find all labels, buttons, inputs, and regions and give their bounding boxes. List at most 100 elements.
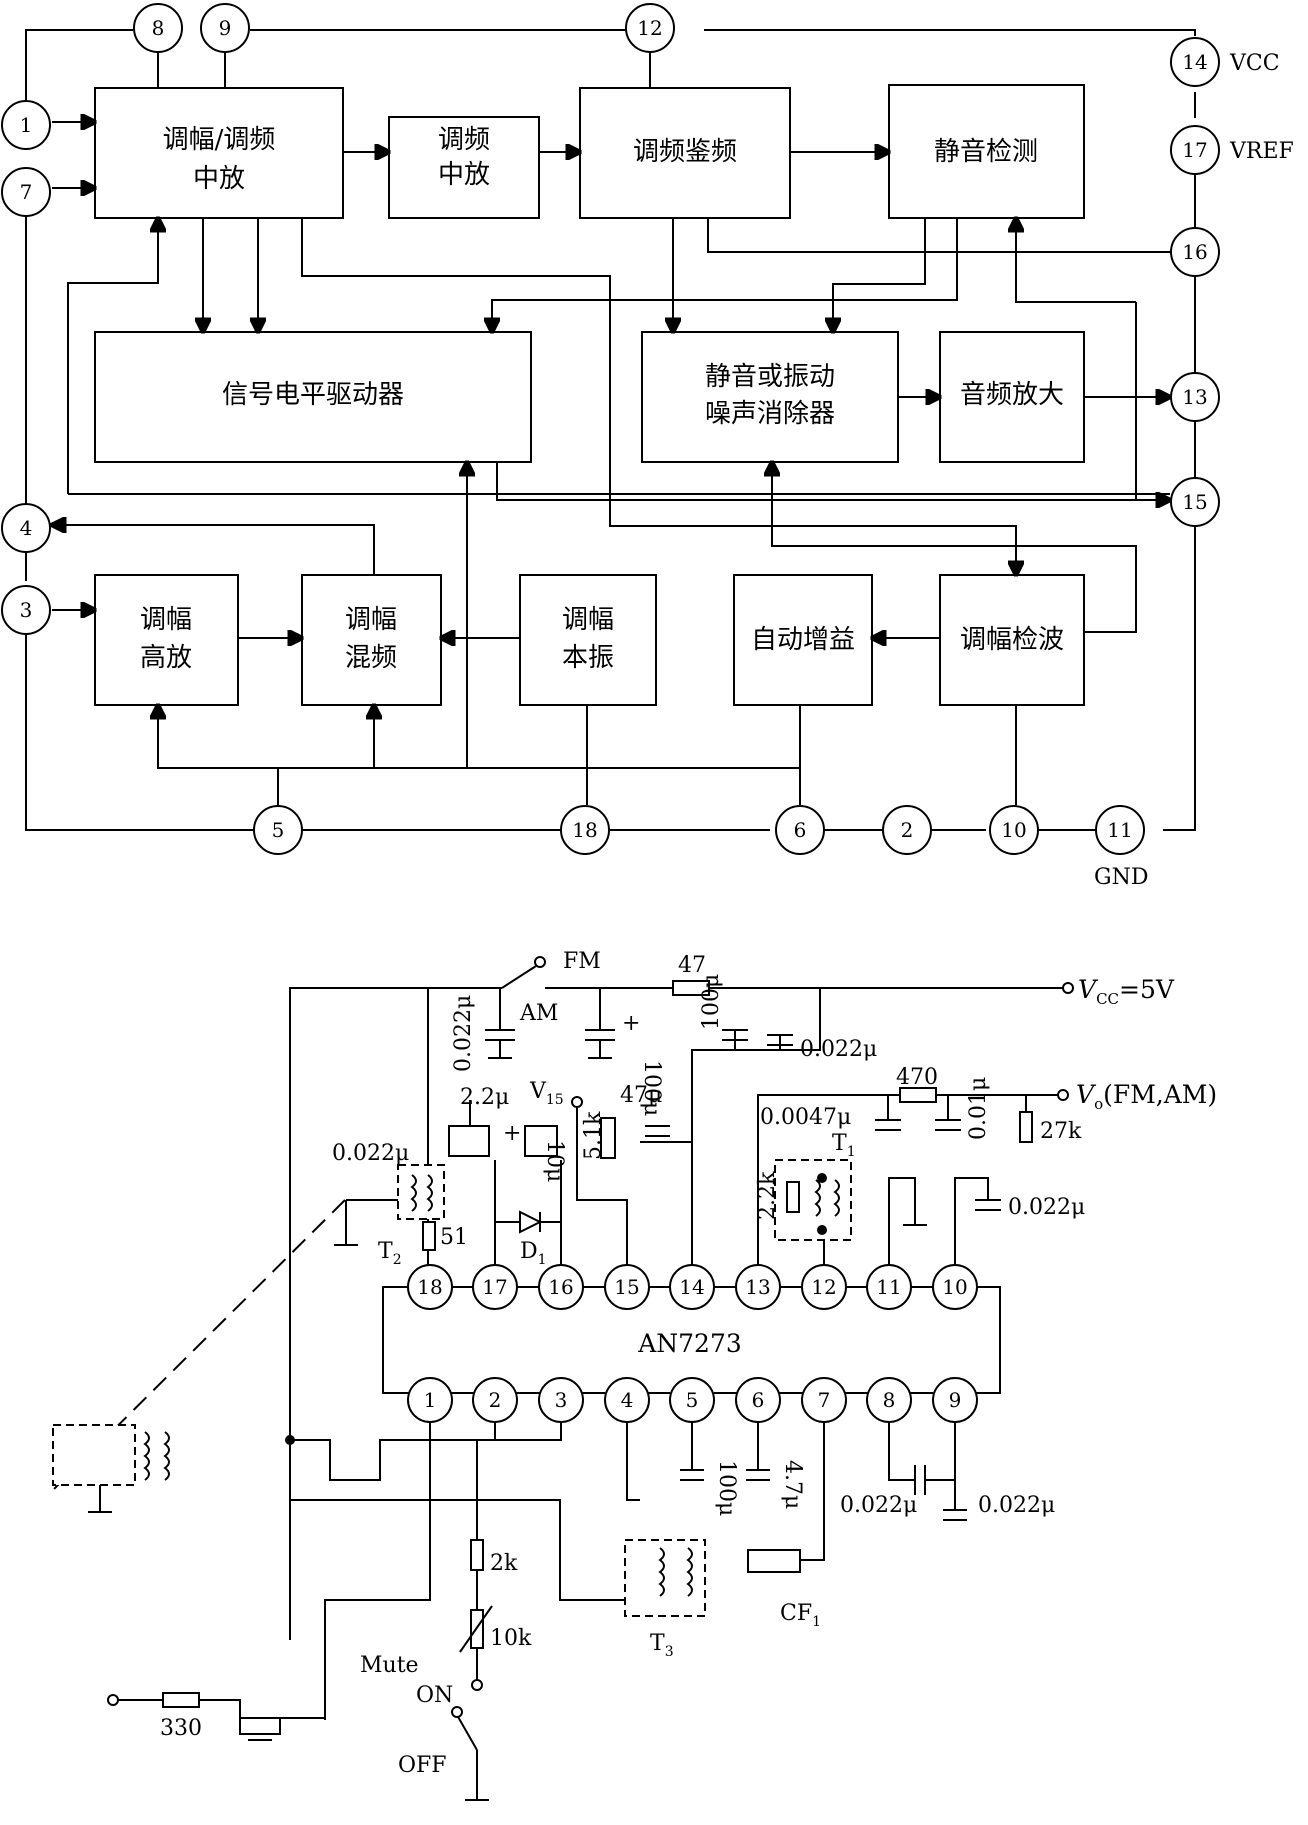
block-mute-noise-line1: 静音或振动 — [705, 362, 835, 392]
pin-16: 16 — [1182, 240, 1207, 264]
chip-bottom-pins: 1 2 3 4 5 6 7 8 9 — [407, 1377, 978, 1423]
chip-pin-16: 16 — [548, 1275, 573, 1299]
pin-14: 14 — [1182, 50, 1207, 74]
label-c47: 47μ — [620, 1083, 662, 1108]
chip-label: AN7273 — [637, 1329, 742, 1358]
block-fm-if-line1: 调频 — [438, 125, 490, 155]
block-am-osc-line2: 本振 — [562, 643, 614, 673]
label-c001: 0.01μ — [966, 1077, 991, 1140]
resistor-470 — [899, 1087, 937, 1103]
label-r22k: 2.2k — [755, 1171, 780, 1220]
chip-pin-6: 6 — [752, 1388, 765, 1412]
chip-top-pins: 18 17 16 15 14 13 12 11 10 — [407, 1264, 978, 1310]
label-c22: 2.2μ — [460, 1085, 509, 1110]
pin-7: 7 — [20, 180, 33, 204]
label-r51k: 5.1k — [581, 1111, 606, 1160]
label-am: AM — [519, 1001, 558, 1026]
resistor-5k1 — [600, 1117, 616, 1159]
label-vo: Vo(FM,AM) — [1076, 1080, 1217, 1113]
pin-5: 5 — [272, 818, 285, 842]
label-c0022-t2: 0.022μ — [332, 1141, 409, 1166]
block-mute-detect: 静音检测 — [934, 137, 1038, 167]
label-c10: 10μ — [542, 1140, 567, 1182]
label-r27k: 27k — [1040, 1119, 1082, 1144]
chip-pin-5: 5 — [686, 1388, 699, 1412]
chip-pin-8: 8 — [883, 1388, 896, 1412]
block-am-mixer-line2: 混频 — [345, 643, 397, 673]
chip-pin-15: 15 — [614, 1275, 639, 1299]
chip-pin-10: 10 — [942, 1275, 967, 1299]
block-signal-level-driver: 信号电平驱动器 — [222, 380, 404, 410]
label-cf1: CF1 — [780, 1601, 821, 1630]
label-r51: 51 — [440, 1225, 468, 1250]
pin-9: 9 — [219, 16, 232, 40]
chip-pin-18: 18 — [417, 1275, 442, 1299]
pin-3: 3 — [20, 598, 33, 622]
resistor-51 — [422, 1221, 436, 1251]
label-c0022-d: 0.022μ — [840, 1493, 917, 1518]
label-r2k: 2k — [490, 1551, 518, 1576]
resistor-27k — [1019, 1111, 1033, 1143]
pin-12: 12 — [637, 16, 662, 40]
label-plus-a: + — [622, 1011, 640, 1036]
label-v15: V15 — [529, 1079, 564, 1108]
block-pins: 8 9 12 14 17 16 1 7 13 15 4 3 5 18 6 2 1… — [1, 3, 1220, 855]
label-c0022-e: 0.022μ — [978, 1493, 1055, 1518]
chip-pin-7: 7 — [818, 1388, 831, 1412]
circuit-schematic: AN7273 18 17 16 15 14 13 12 11 10 1 2 3 … — [52, 949, 1217, 1801]
label-t3: T3 — [650, 1631, 674, 1660]
label-c0022-c: 0.022μ — [1008, 1195, 1085, 1220]
pin-1: 1 — [20, 113, 33, 137]
pin-11: 11 — [1107, 818, 1132, 842]
pin-10: 10 — [1001, 818, 1026, 842]
label-r470: 470 — [896, 1065, 938, 1090]
chip-pin-17: 17 — [482, 1275, 507, 1299]
block-am-mixer-line1: 调幅 — [345, 605, 397, 635]
label-c100-a: 100μ — [639, 1060, 664, 1116]
pin-18: 18 — [572, 818, 597, 842]
block-fm-if-line2: 中放 — [438, 160, 490, 190]
label-c47-b: 4.7μ — [780, 1460, 805, 1509]
chip-pin-13: 13 — [745, 1275, 770, 1299]
label-c0022-b: 0.022μ — [800, 1037, 877, 1062]
label-t1: T1 — [832, 1131, 856, 1160]
block-am-fm-if-line2: 中放 — [193, 164, 245, 194]
cf1-filter — [747, 1549, 801, 1573]
label-off: OFF — [398, 1753, 447, 1778]
pin-4: 4 — [20, 516, 33, 540]
block-am-rf-line2: 高放 — [140, 643, 192, 673]
label-vcc: VCC — [1229, 51, 1280, 76]
pin-6: 6 — [794, 818, 807, 842]
label-mute: Mute — [360, 1653, 419, 1678]
block-mute-noise-line2: 噪声消除器 — [705, 399, 835, 429]
label-c100-c: 100μ — [714, 1460, 739, 1516]
pin-15: 15 — [1182, 490, 1207, 514]
label-d1: D1 — [520, 1239, 547, 1268]
chip-pin-1: 1 — [424, 1388, 437, 1412]
resistor-2k2 — [786, 1181, 800, 1213]
block-fm-discriminator: 调频鉴频 — [633, 137, 737, 167]
pin-13: 13 — [1182, 385, 1207, 409]
block-agc: 自动增益 — [751, 625, 855, 655]
resistor-330 — [162, 1692, 200, 1708]
pin-8: 8 — [152, 16, 165, 40]
chip-pin-9: 9 — [949, 1388, 962, 1412]
block-am-detector: 调幅检波 — [960, 625, 1064, 655]
pin-17: 17 — [1182, 138, 1207, 162]
label-vref: VREF — [1229, 139, 1294, 164]
block-am-fm-if-line1: 调幅/调频 — [163, 125, 276, 155]
block-am-osc-line1: 调幅 — [562, 605, 614, 635]
label-c100-b: 100μ — [699, 974, 724, 1030]
block-diagram: 调幅/调频 中放 调频 中放 调频鉴频 静音检测 信号电平驱动器 静音或振动 噪… — [1, 3, 1294, 890]
label-r330: 330 — [160, 1716, 202, 1741]
label-c0047: 0.0047μ — [760, 1105, 851, 1130]
label-vcc-main: VCC=5V — [1078, 975, 1175, 1008]
chip-pin-14: 14 — [679, 1275, 704, 1299]
label-plus-b: + — [503, 1121, 521, 1146]
block-am-rf-line1: 调幅 — [140, 605, 192, 635]
label-r47: 47 — [678, 953, 706, 978]
chip-pin-4: 4 — [621, 1388, 634, 1412]
label-gnd: GND — [1094, 865, 1148, 890]
pin-2: 2 — [901, 818, 914, 842]
